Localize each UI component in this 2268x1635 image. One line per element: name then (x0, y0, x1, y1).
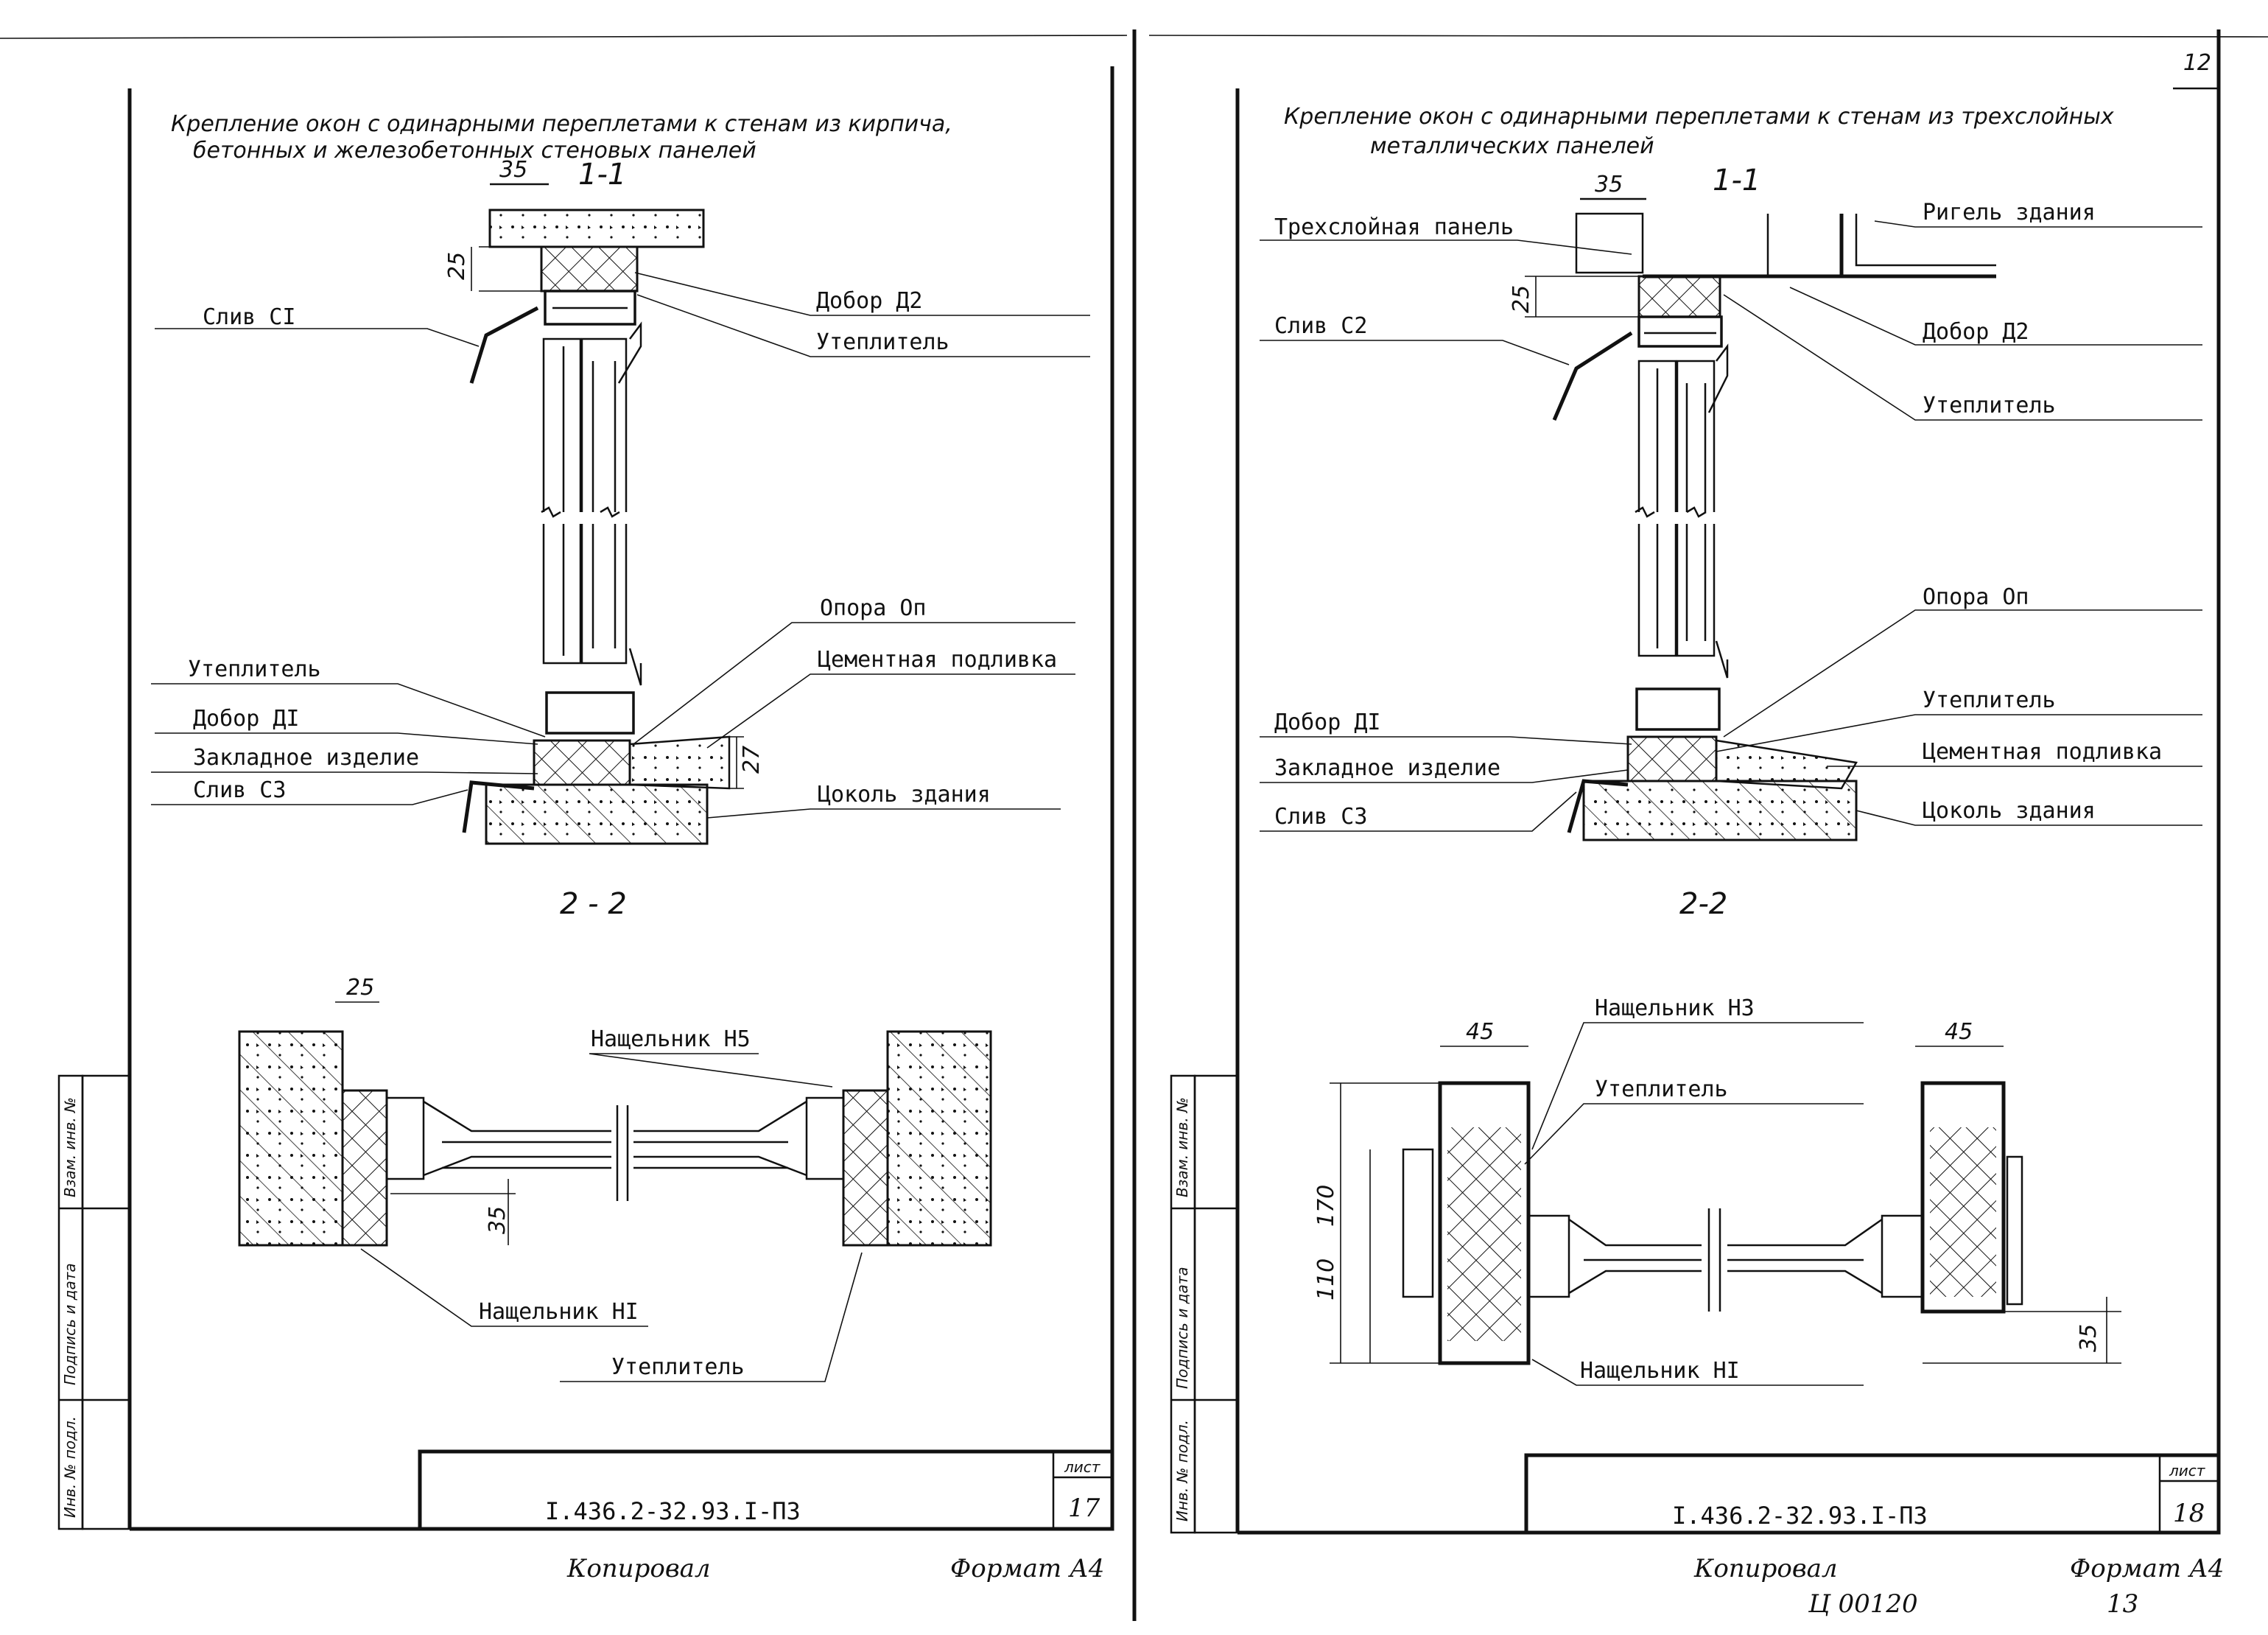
stamp-inv-right: Инв. № подл. (1173, 1420, 1191, 1522)
left-sheet-number: 17 (1068, 1494, 1100, 1523)
right-title-line1: Крепление окон с одинарными переплетами … (1284, 104, 2114, 130)
right-section-1-1-drawing: 25 (1509, 212, 1996, 841)
left-doc-code: I.436.2-32.93.I-ПЗ (545, 1497, 801, 1525)
right-sheet-number: 18 (2173, 1499, 2205, 1528)
right-copied: Копировал (1693, 1554, 1838, 1583)
right-dim-170: 170 (1313, 1185, 1339, 1227)
right-section-2-2-drawing: 45 45 170 110 (1313, 1019, 2121, 1365)
left-label-uteplitel-left: Утеплитель (188, 657, 321, 682)
left-dim-35b: 35 (485, 1206, 510, 1234)
left-label-uteplitel-bottom: Утеплитель (611, 1354, 745, 1380)
right-dim-25: 25 (1509, 285, 1534, 313)
right-archive-number: Ц 00120 (1808, 1589, 1918, 1619)
right-archive-sub: 13 (2107, 1589, 2138, 1619)
right-doc-code: I.436.2-32.93.I-ПЗ (1672, 1502, 1928, 1530)
left-label-nashchelnik-h5: Нащельник Н5 (591, 1026, 751, 1052)
right-sheet: Крепление окон с одинарными переплетами … (1260, 104, 2224, 1619)
right-label-uteplitel-mid: Утеплитель (1923, 687, 2056, 713)
stamp-replace-right: Взам. инв. № (1173, 1097, 1191, 1197)
right-dim-35b: 35 (2076, 1324, 2102, 1352)
left-label-sliv-c3: Слив СЗ (193, 777, 286, 803)
stamp-sign-left: Подпись и дата (61, 1263, 79, 1385)
right-title-line2: металлических панелей (1370, 133, 1654, 159)
right-label-rigel: Ригель здания (1923, 200, 2096, 225)
right-dim-45a: 45 (1466, 1019, 1494, 1045)
left-format: Формат А4 (950, 1554, 1104, 1583)
left-section-1-1: 1-1 (578, 158, 626, 192)
right-label-nashchelnik-h1: Нащельник НI (1580, 1358, 1740, 1384)
left-title-line2: бетонных и железобетонных стеновых панел… (193, 138, 756, 164)
right-label-uteplitel-top: Утеплитель (1923, 393, 2056, 419)
right-format: Формат А4 (2070, 1554, 2224, 1583)
left-sheet-label: лист (1064, 1458, 1101, 1476)
stamp-sign-right: Подпись и дата (1173, 1267, 1191, 1389)
right-dim-110: 110 (1313, 1258, 1339, 1300)
right-section-2-2: 2-2 (1679, 887, 1727, 921)
left-label-tsokol: Цоколь здания (818, 782, 991, 808)
right-label-dobor-d2: Добор Д2 (1923, 319, 2029, 345)
left-label-sliv-c1: Слив СI (203, 304, 295, 330)
right-dim-35: 35 (1595, 172, 1623, 197)
left-dim-25: 25 (444, 252, 470, 280)
left-label-zakladnoe: Закладное изделие (193, 745, 419, 771)
left-label-uteplitel-top: Утеплитель (816, 329, 949, 355)
left-copied: Копировал (566, 1554, 711, 1583)
right-label-sliv-c2: Слив С2 (1274, 313, 1367, 339)
left-section-1-1-drawing: 25 27 (444, 209, 765, 845)
stamp-inv-left: Инв. № подл. (61, 1416, 79, 1518)
stamp-replace-left: Взам. инв. № (61, 1097, 79, 1197)
left-label-dobor-d1: Добор ДI (193, 706, 300, 732)
right-dim-45b: 45 (1945, 1019, 1973, 1045)
left-label-dobor-d2: Добор Д2 (816, 288, 923, 314)
left-label-cement: Цементная подливка (818, 647, 1057, 673)
left-label-opora: Опора Оп (820, 595, 927, 621)
left-dim-25b: 25 (346, 975, 374, 1001)
right-label-cement: Цементная подливка (1923, 739, 2162, 765)
right-label-tsokol: Цоколь здания (1923, 798, 2096, 824)
left-title-line1: Крепление окон с одинарными переплетами … (171, 111, 952, 137)
left-label-nashchelnik-h1: Нащельник НI (479, 1299, 639, 1325)
right-label-dobor-d1: Добор ДI (1274, 710, 1381, 735)
right-label-sliv-c3: Слив СЗ (1274, 804, 1367, 830)
right-label-uteplitel-sec: Утеплитель (1595, 1076, 1728, 1102)
left-section-2-2: 2 - 2 (560, 887, 627, 921)
right-label-panel: Трехслойная панель (1274, 214, 1514, 240)
right-label-opora: Опора Оп (1923, 584, 2029, 610)
page-number: 12 (2183, 50, 2211, 76)
sheet-frames (0, 29, 2268, 1621)
right-label-nashchelnik-h3: Нащельник НЗ (1595, 995, 1755, 1021)
right-label-zakladnoe: Закладное изделие (1274, 755, 1500, 781)
left-sheet: Крепление окон с одинарными переплетами … (151, 111, 1104, 1583)
right-sheet-label: лист (2169, 1462, 2206, 1480)
right-section-1-1: 1-1 (1713, 164, 1760, 197)
left-section-2-2-drawing: 25 35 (238, 975, 992, 1247)
left-dim-27: 27 (739, 746, 765, 774)
left-dim-35: 35 (499, 157, 527, 183)
